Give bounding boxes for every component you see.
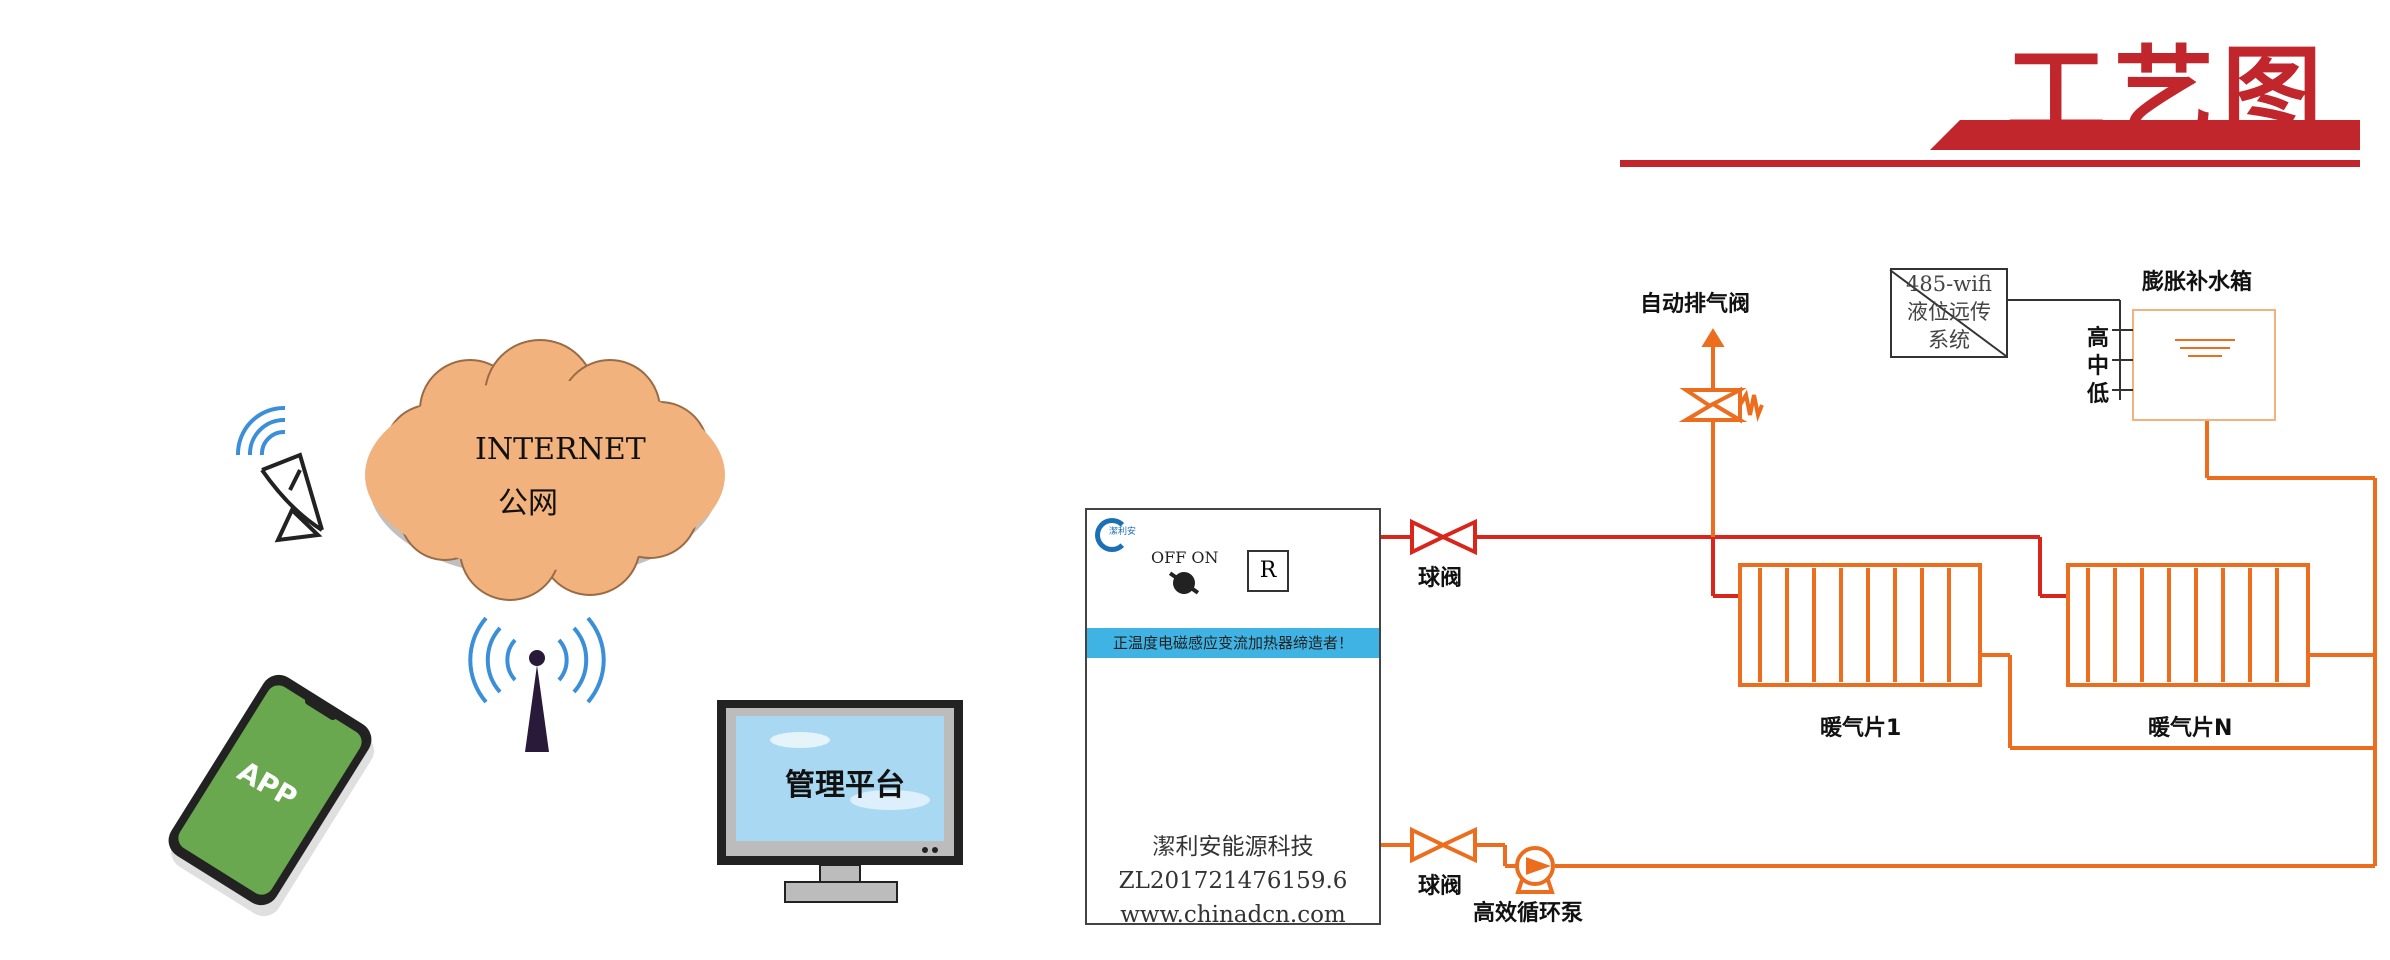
supply-pipe bbox=[1381, 535, 2068, 598]
level-system-box: 485-wifi 液位远传 系统 bbox=[1890, 268, 2008, 358]
level-system-divider bbox=[1889, 269, 2007, 357]
level-system-line1: 485-wifi bbox=[1906, 272, 1992, 296]
page-title: 工艺图 bbox=[2006, 35, 2330, 152]
air-vent-label: 自动排气阀 bbox=[1640, 292, 1751, 317]
level-high-label: 高 bbox=[2087, 326, 2110, 351]
cloud-icon bbox=[365, 339, 725, 601]
level-system-line2: 液位远传 bbox=[1907, 300, 1991, 324]
cloud-label-internet: INTERNET bbox=[475, 432, 646, 467]
level-system-line3: 系统 bbox=[1928, 328, 1970, 352]
patent-number: ZL201721476159.6 bbox=[1118, 868, 1348, 894]
ball-valve-top-label: 球阀 bbox=[1418, 566, 1463, 591]
heater-cabinet: 潔利安 OFF ON R 正温度电磁感应变流加热器缔造者！ 潔利安能源科技 ZL… bbox=[1085, 508, 1381, 928]
reset-button: R bbox=[1247, 550, 1289, 592]
satellite-dish-icon bbox=[235, 405, 324, 543]
ball-valve-bottom-icon bbox=[1410, 826, 1477, 864]
title-decoration bbox=[1620, 120, 2360, 167]
ball-valve-bottom-label: 球阀 bbox=[1418, 874, 1463, 899]
radiator-n-icon bbox=[2066, 563, 2310, 687]
brand-logo-icon bbox=[1095, 518, 1129, 552]
pump-label: 高效循环泵 bbox=[1473, 901, 1584, 926]
radiator-1-icon bbox=[1738, 563, 1985, 687]
cloud-label-public-network: 公网 bbox=[498, 486, 558, 521]
tank-label: 膨胀补水箱 bbox=[2142, 270, 2253, 295]
expansion-tank-icon bbox=[2008, 299, 2276, 421]
level-mid-label: 中 bbox=[2087, 354, 2110, 379]
monitor-icon bbox=[717, 700, 963, 903]
ball-valve-top-icon bbox=[1410, 518, 1477, 556]
website: www.chinadcn.com bbox=[1120, 902, 1346, 928]
radiator-n-label: 暖气片N bbox=[2148, 716, 2233, 741]
title-area: 工艺图 bbox=[1620, 0, 2390, 180]
smartphone-icon bbox=[168, 674, 374, 917]
pump-icon bbox=[1503, 845, 1555, 894]
switch-label: OFF ON bbox=[1151, 548, 1219, 567]
company-name: 潔利安能源科技 bbox=[1152, 834, 1314, 860]
heater-banner: 正温度电磁感应变流加热器缔造者！ bbox=[1087, 628, 1379, 658]
brand-logo-text: 潔利安 bbox=[1109, 527, 1137, 537]
antenna-tower-icon bbox=[468, 616, 606, 752]
power-knob-icon bbox=[1168, 567, 1200, 599]
heater-footer: 潔利安能源科技 ZL201721476159.6 www.chinadcn.co… bbox=[1087, 830, 1379, 932]
level-low-label: 低 bbox=[2087, 382, 2110, 407]
air-vent-icon bbox=[1678, 328, 1764, 424]
radiator-1-label: 暖气片1 bbox=[1820, 716, 1902, 741]
monitor-label: 管理平台 bbox=[785, 768, 905, 803]
